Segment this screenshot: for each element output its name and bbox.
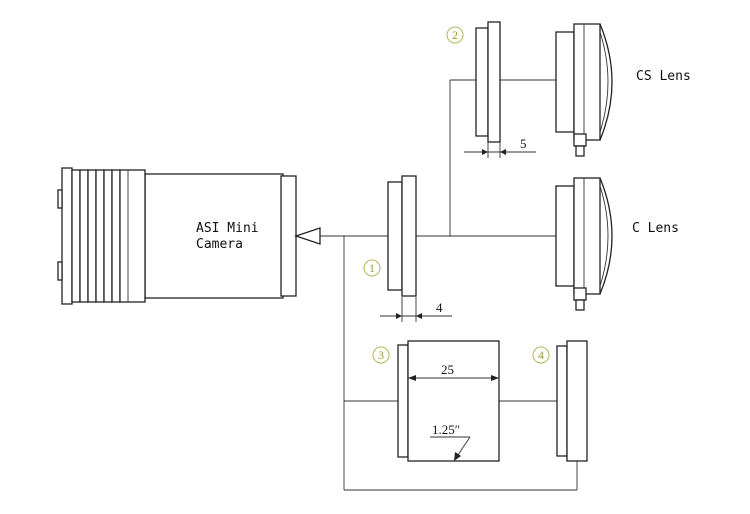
camera-label-line1: ASI Mini [196,221,259,236]
part4-number: 4 [538,348,544,362]
adapter-ring-1: 4 1 [363,175,452,322]
cs-lens: CS Lens [555,23,691,157]
mount-arrow-icon [293,227,321,245]
part2-dimension: 5 [520,136,527,151]
camera-body: ASI Mini Camera [57,167,297,305]
c-lens: C Lens [555,177,679,311]
part3-thread-label: 1.25″ [432,422,460,437]
part3-dimension: 25 [441,362,454,377]
part1-number: 1 [369,261,375,275]
adapter-ring-2: 5 2 [446,21,536,158]
part3-number: 3 [378,348,384,362]
part2-number: 2 [452,28,458,42]
c-lens-label: C Lens [632,221,679,236]
connection-lines [320,79,578,491]
part1-dimension: 4 [436,300,443,315]
nosepiece-3: 25 1.25″ 3 [372,340,500,462]
camera-label-line2: Camera [196,237,243,252]
adapter-ring-4: 4 [532,340,588,462]
cs-lens-label: CS Lens [636,69,691,84]
